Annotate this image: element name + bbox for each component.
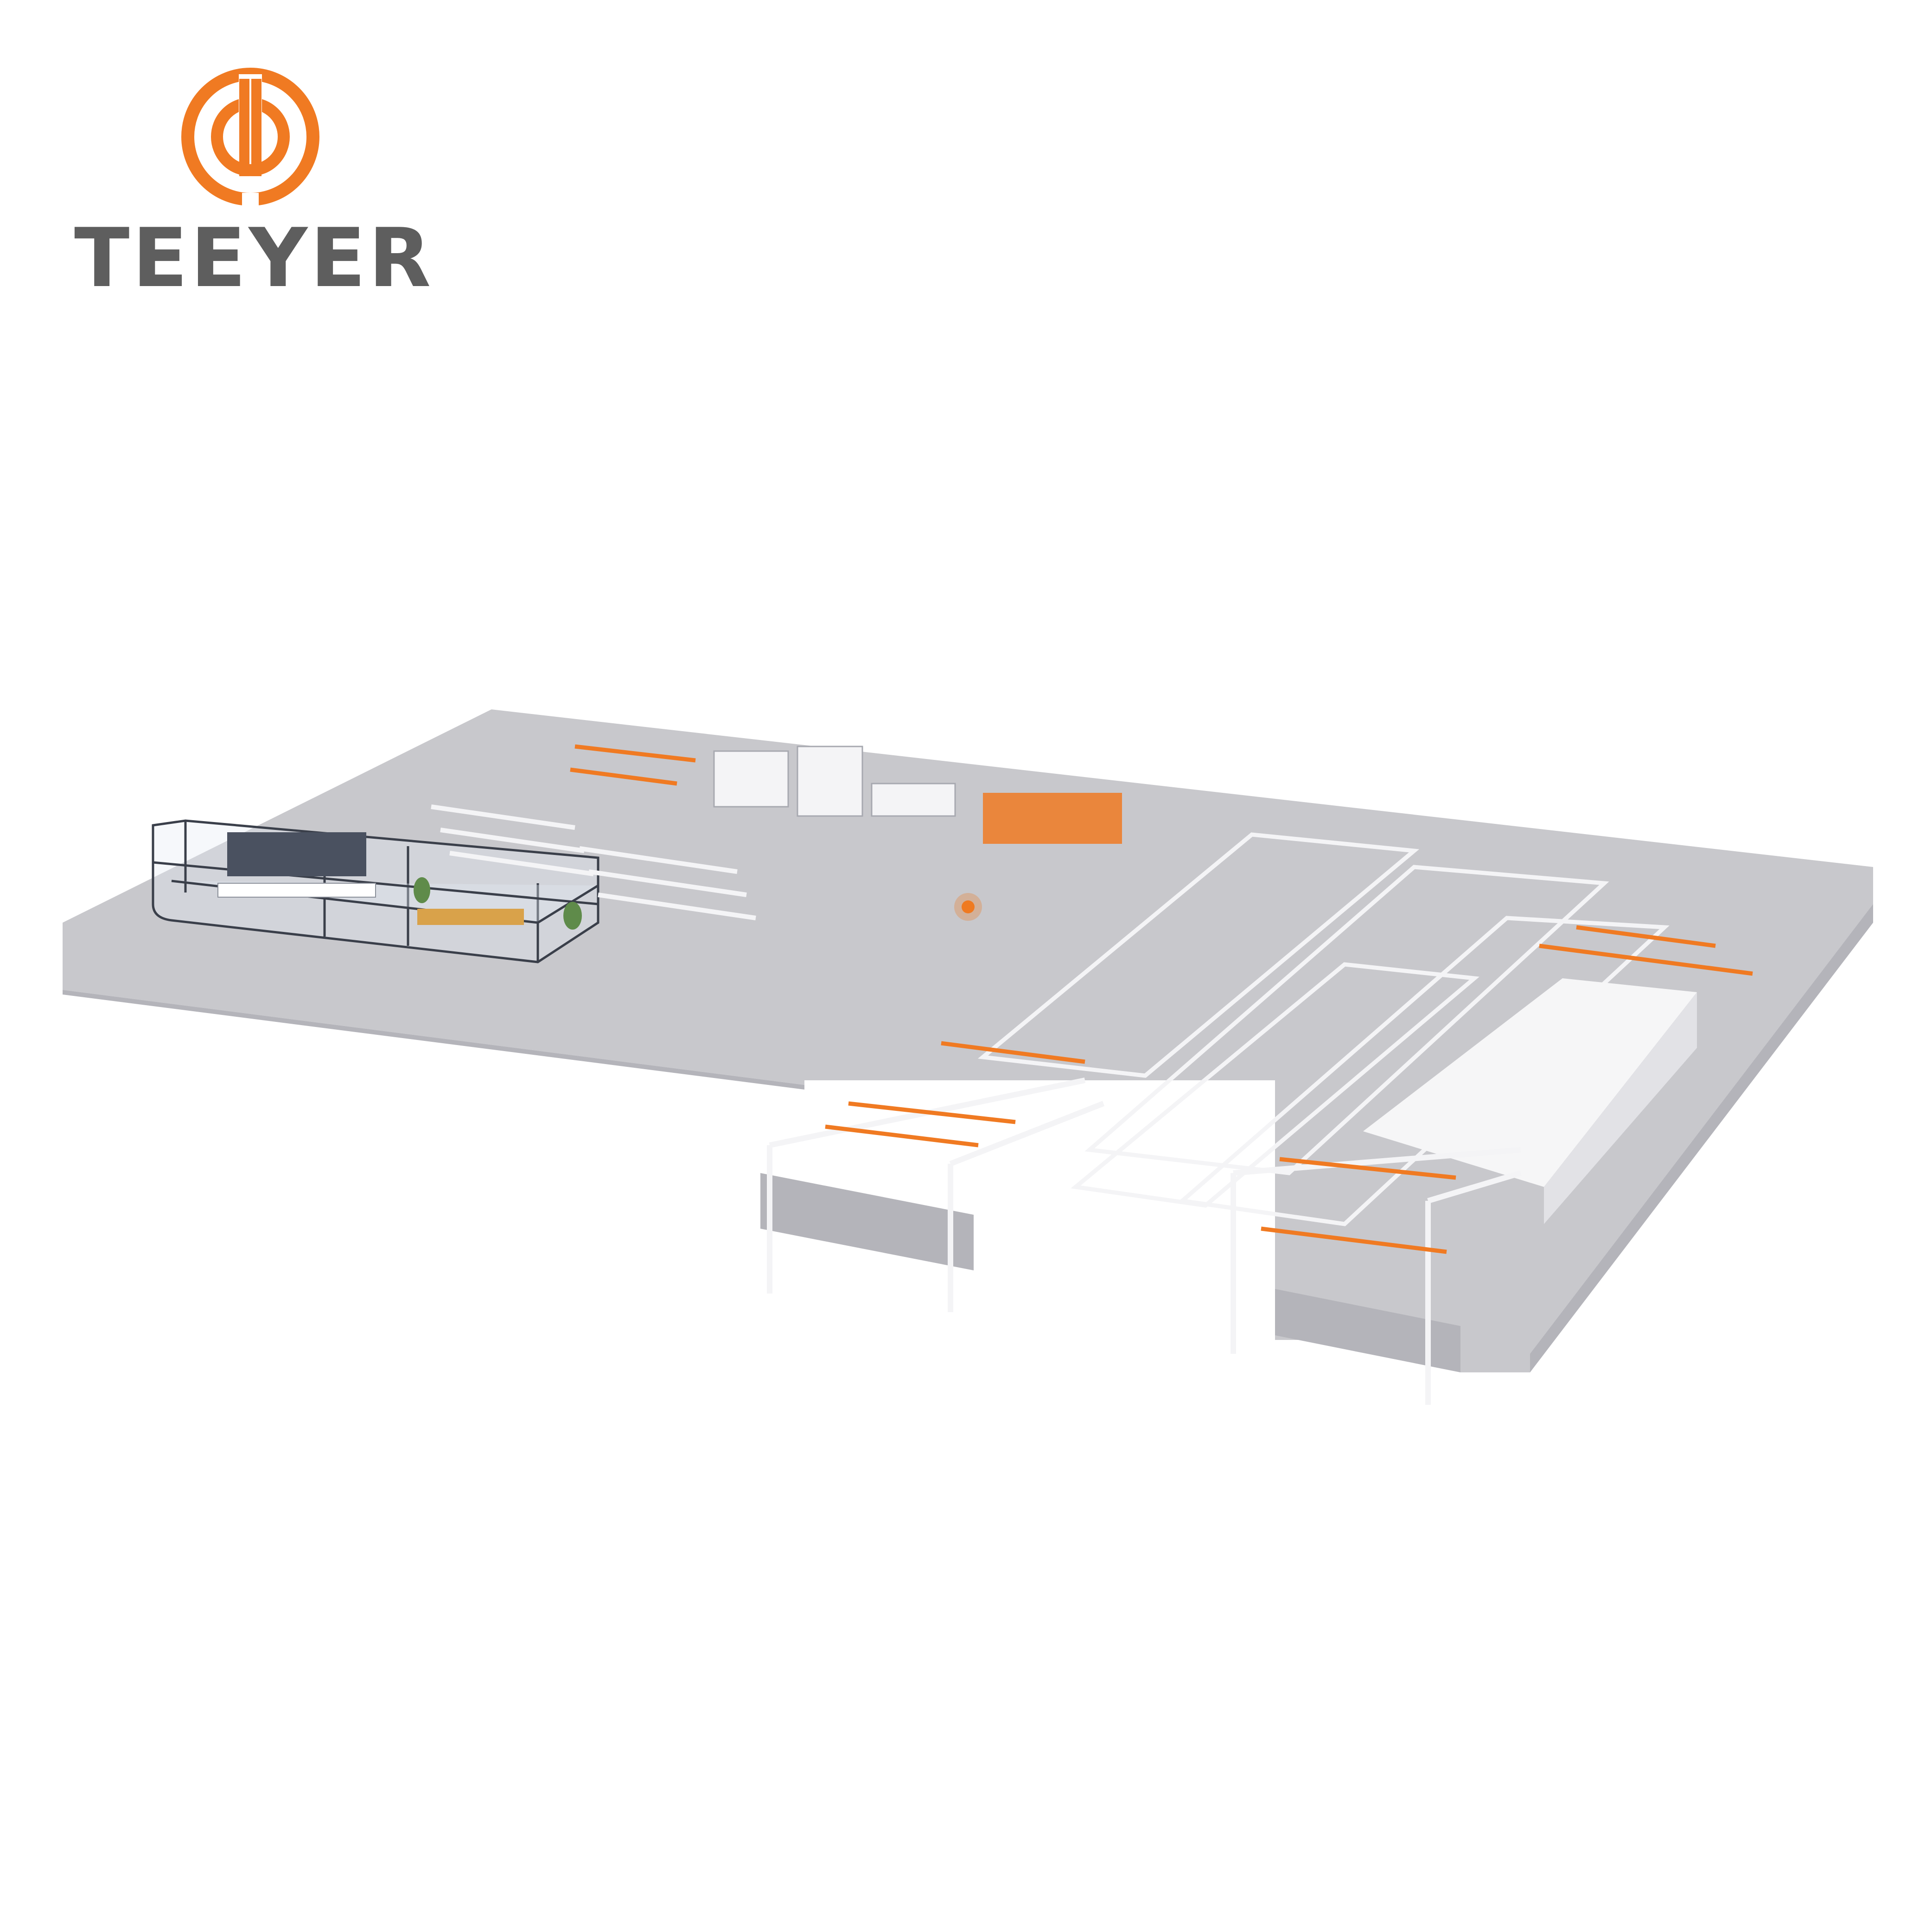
rebar-racks (431, 804, 756, 920)
right-gantry-orange (1539, 925, 1753, 976)
gantry-right (1231, 1147, 1522, 1405)
loading-pit-left (760, 1173, 974, 1270)
curing-rack-line-2 (1084, 865, 1670, 1226)
power-symbol-logo-icon (181, 68, 319, 211)
brand-logo: TEEYER (74, 60, 434, 306)
gantry-left (767, 1078, 1105, 1312)
gantry-right-orange (1261, 1157, 1456, 1254)
factory-floor-edge-right (1530, 904, 1873, 1372)
operator-desks (217, 883, 376, 898)
curing-rack-line-1 (977, 832, 1479, 1208)
frame-machines (713, 746, 956, 817)
loading-pit-right (1275, 1289, 1460, 1372)
orange-cylinder-cluster (983, 793, 1122, 844)
plant-icon (414, 877, 582, 930)
brand-name: TEEYER (74, 211, 434, 306)
video-wall (227, 832, 366, 876)
gantry-left-orange (825, 1041, 1085, 1148)
conveyor-orange (570, 744, 696, 786)
location-marker-halo (954, 893, 982, 921)
curing-chamber (1363, 978, 1697, 1224)
meeting-table (417, 909, 524, 925)
factory-floor-edge (63, 990, 804, 1090)
factory-floor (63, 709, 1873, 1372)
location-marker-icon (962, 900, 975, 913)
